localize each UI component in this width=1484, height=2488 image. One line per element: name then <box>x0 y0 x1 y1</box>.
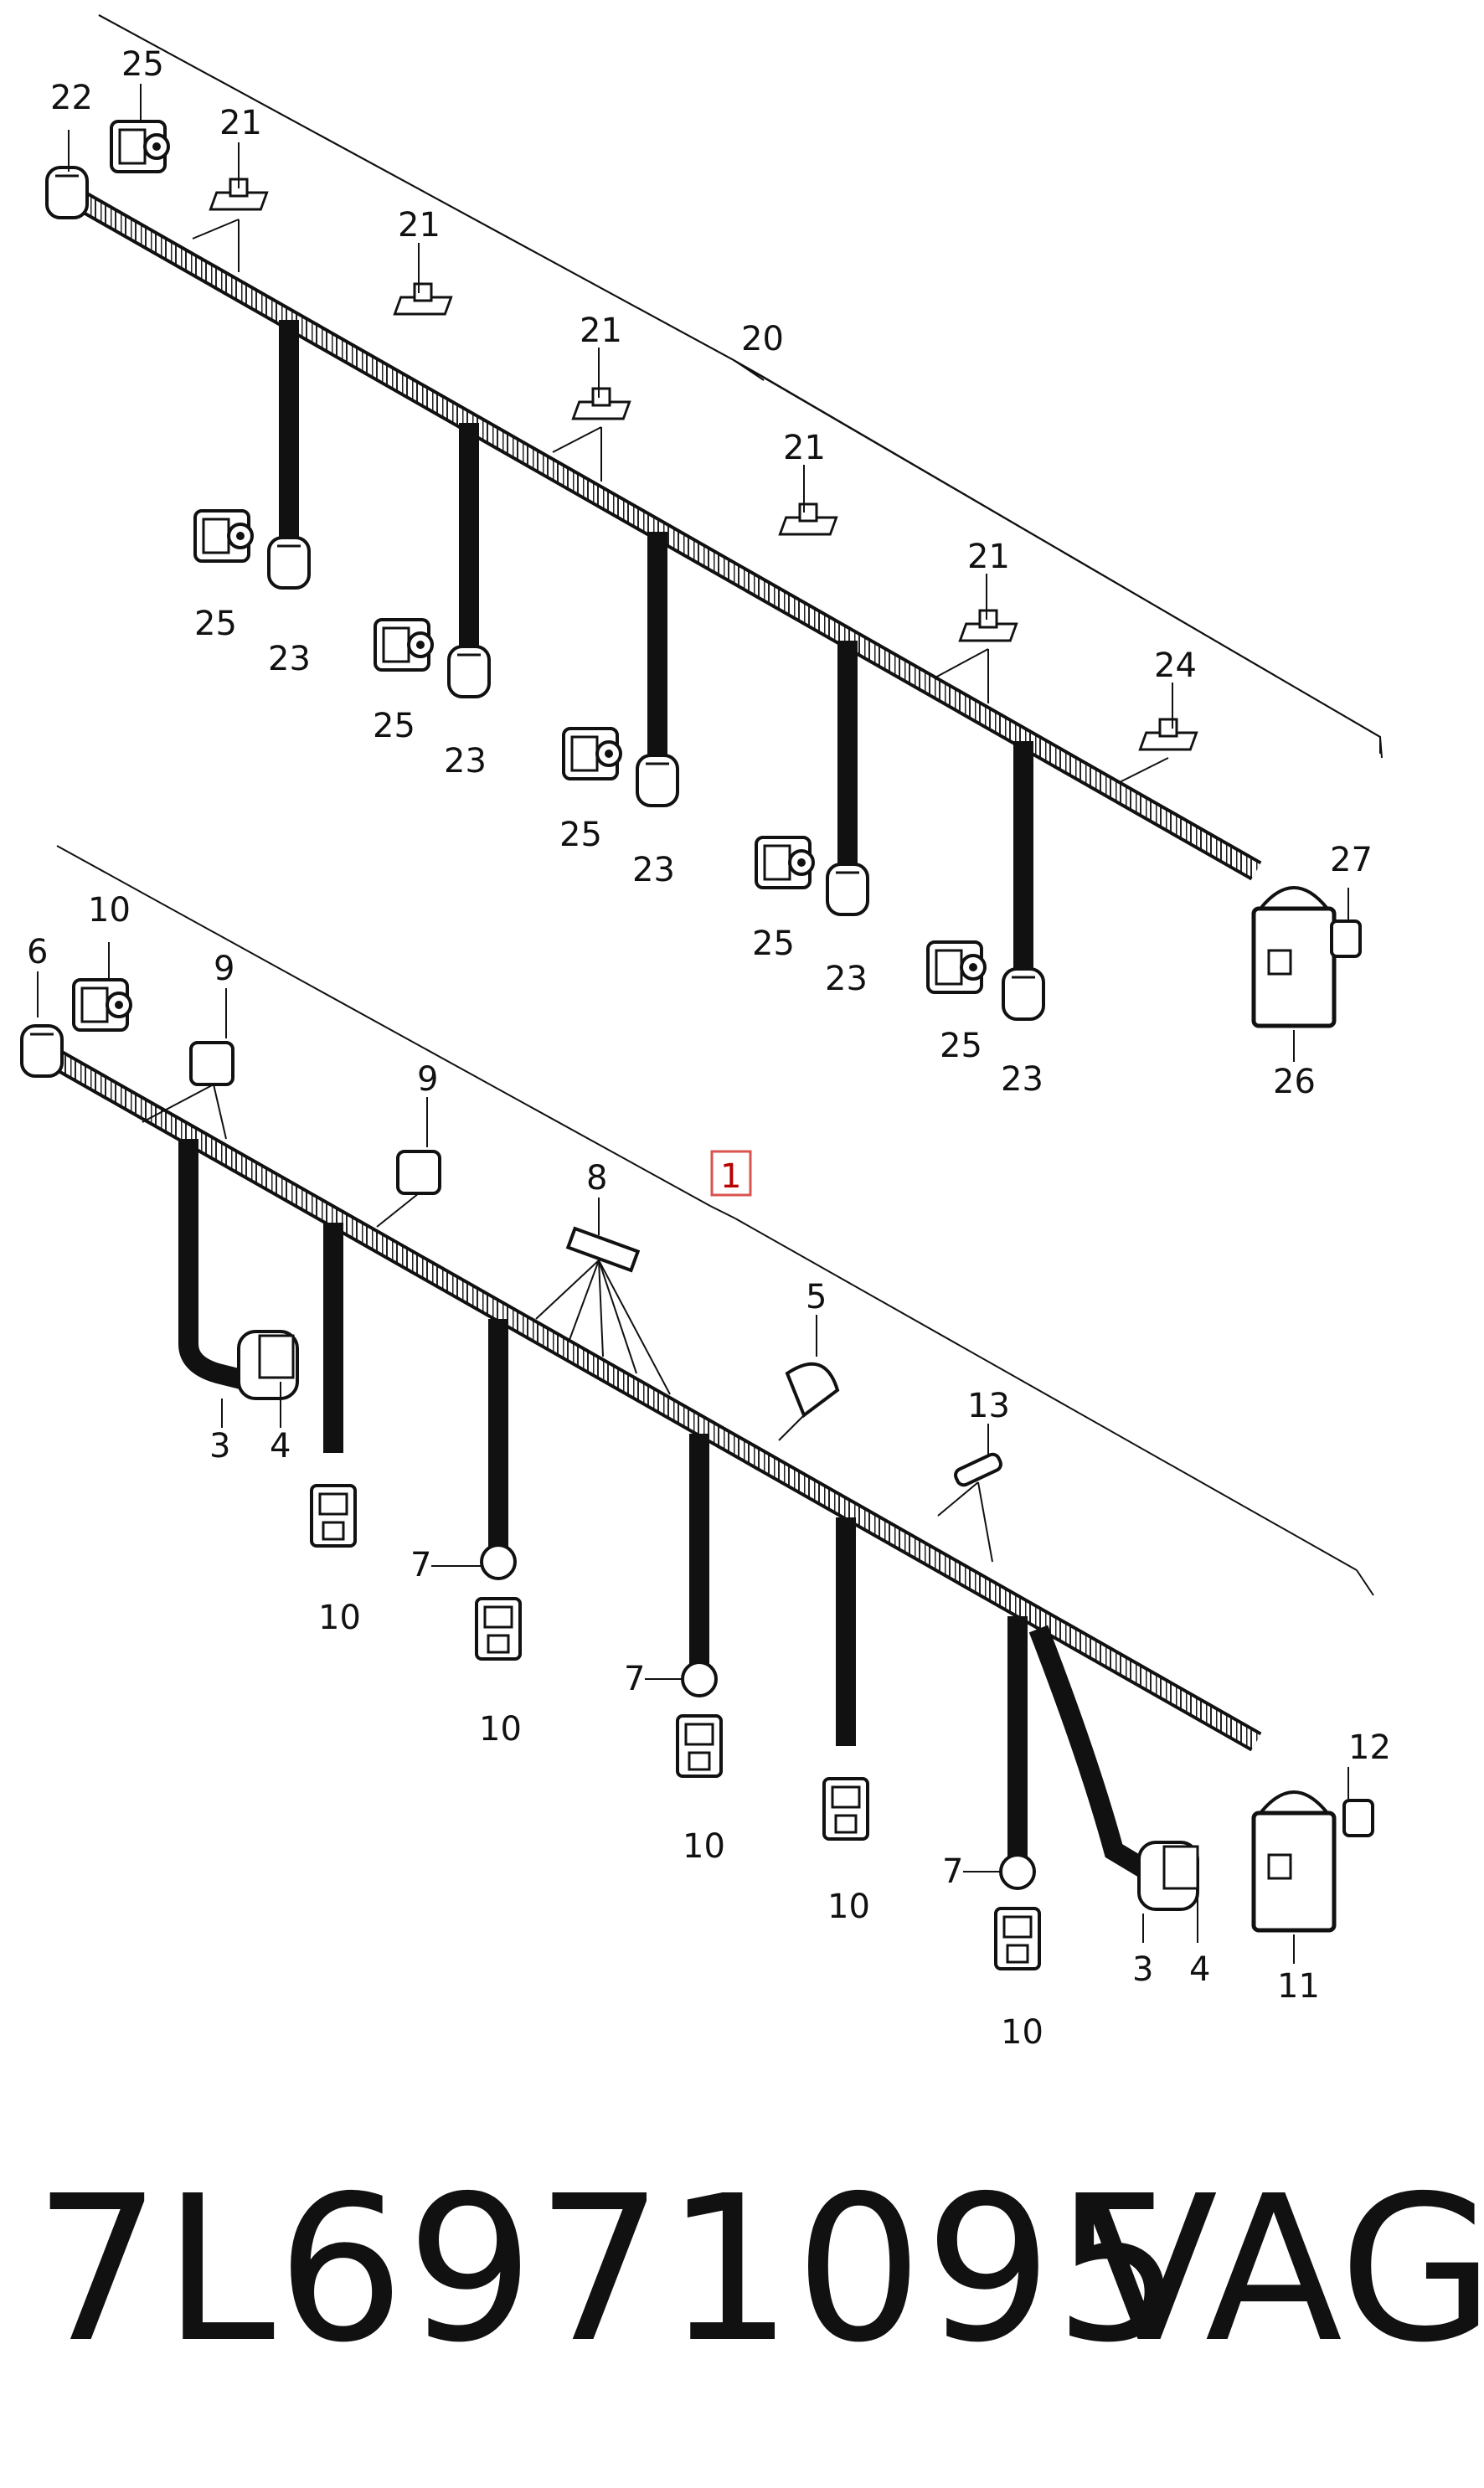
callout-3: 3 <box>209 1427 230 1465</box>
callout-12: 12 <box>1348 1728 1391 1767</box>
callout-11: 11 <box>1277 1967 1320 2006</box>
seal-7 <box>681 1661 718 1697</box>
branch-boot-23 <box>267 536 311 590</box>
footer: 7L6971095 VAG <box>0 2144 1484 2395</box>
upper-leader-lines <box>68 84 1349 1062</box>
cable-tie-8 <box>565 1226 641 1273</box>
callout-7: 7 <box>624 1660 645 1698</box>
callout-23: 23 <box>632 851 675 889</box>
seal-7 <box>480 1543 517 1580</box>
callout-25: 25 <box>940 1027 982 1065</box>
sensor-plug-10 <box>475 1597 522 1661</box>
callout-10: 10 <box>479 1710 522 1749</box>
callout-22: 22 <box>50 79 93 117</box>
callout-26: 26 <box>1273 1063 1316 1101</box>
callout-25: 25 <box>194 605 237 643</box>
holder-4 <box>1162 1845 1199 1890</box>
callout-10: 10 <box>88 891 131 930</box>
branch-connector-25 <box>755 836 815 889</box>
lower-harness <box>20 845 1374 1970</box>
callout-7: 7 <box>410 1546 431 1584</box>
clip-9 <box>189 1041 234 1086</box>
callout-21: 21 <box>398 206 441 245</box>
cable-clip-24 <box>1138 718 1198 751</box>
callout-7: 7 <box>942 1852 963 1891</box>
branch-boot-23 <box>636 754 679 807</box>
callout-13: 13 <box>967 1387 1010 1425</box>
branch-connector-25 <box>562 727 622 780</box>
clip-9 <box>396 1150 441 1195</box>
callout-10: 10 <box>827 1888 870 1926</box>
callout-10: 10 <box>1001 2013 1043 2052</box>
callout-23: 23 <box>268 640 311 678</box>
sensor-plug-10 <box>822 1777 869 1841</box>
callout-1-highlight-box <box>710 1150 752 1197</box>
upper-branches <box>279 320 1033 976</box>
callout-9: 9 <box>214 950 234 988</box>
clip-5 <box>785 1362 840 1419</box>
cable-clip-21 <box>778 502 838 536</box>
callout-8: 8 <box>586 1159 607 1198</box>
branch-connector-25 <box>193 509 254 563</box>
callout-27: 27 <box>1330 841 1373 879</box>
lower-branches <box>178 1139 1162 1885</box>
sensor-plug-10 <box>310 1484 357 1548</box>
callout-21: 21 <box>967 538 1010 576</box>
seal-cap-27 <box>1330 919 1362 958</box>
callout-21: 21 <box>783 429 826 467</box>
sensor-plug-10 <box>994 1907 1041 1970</box>
callout-6: 6 <box>27 933 48 971</box>
callout-21: 21 <box>580 312 622 350</box>
callout-10: 10 <box>683 1827 725 1866</box>
callout-20: 20 <box>741 320 784 358</box>
callout-labels: 22 25 21 21 21 20 21 21 24 27 26 25 23 2… <box>27 45 1391 2052</box>
callout-9: 9 <box>417 1060 438 1099</box>
callout-25: 25 <box>559 816 602 854</box>
lower-end-connector <box>72 978 132 1032</box>
branch-connector-25 <box>374 618 434 672</box>
branch-boot-23 <box>1002 967 1045 1021</box>
lower-end-boot <box>20 1024 64 1078</box>
cable-clip-21 <box>958 609 1018 642</box>
part-number: 7L6971095 <box>33 2152 1184 2387</box>
callout-24: 24 <box>1154 646 1197 685</box>
upper-end-connector <box>110 120 170 173</box>
upper-harness <box>45 14 1383 1062</box>
sensor-plug-10 <box>676 1714 723 1778</box>
callout-23: 23 <box>825 960 868 998</box>
clip-13 <box>954 1452 1002 1487</box>
upper-end-boot <box>45 166 89 219</box>
wiring-harness-diagram: 22 25 21 21 21 20 21 21 24 27 26 25 23 2… <box>20 14 1391 2052</box>
branch-connector-25 <box>926 940 987 994</box>
seal-cap-12 <box>1342 1799 1374 1837</box>
branch-boot-23 <box>826 863 869 916</box>
callout-4: 4 <box>270 1427 291 1465</box>
lower-leader-lines <box>37 942 1349 1964</box>
main-plug-26 <box>1254 888 1334 1026</box>
callout-3: 3 <box>1132 1950 1153 1989</box>
callout-23: 23 <box>444 742 487 780</box>
callout-5: 5 <box>806 1278 827 1316</box>
branch-boot-23 <box>447 645 491 698</box>
holder-4 <box>258 1334 295 1379</box>
callout-4: 4 <box>1189 1950 1210 1989</box>
callout-25: 25 <box>752 925 795 963</box>
main-plug-11 <box>1254 1792 1334 1930</box>
callout-25: 25 <box>121 45 164 84</box>
callout-10: 10 <box>318 1599 361 1637</box>
brand-name: VAG <box>1080 2152 1484 2387</box>
callout-21: 21 <box>219 104 262 142</box>
callout-25: 25 <box>373 707 415 745</box>
callout-23: 23 <box>1001 1060 1043 1099</box>
callout-1: 1 <box>720 1157 741 1196</box>
cable-clip-21 <box>393 282 453 316</box>
seal-7 <box>999 1853 1036 1890</box>
cable-clip-21 <box>571 387 631 420</box>
